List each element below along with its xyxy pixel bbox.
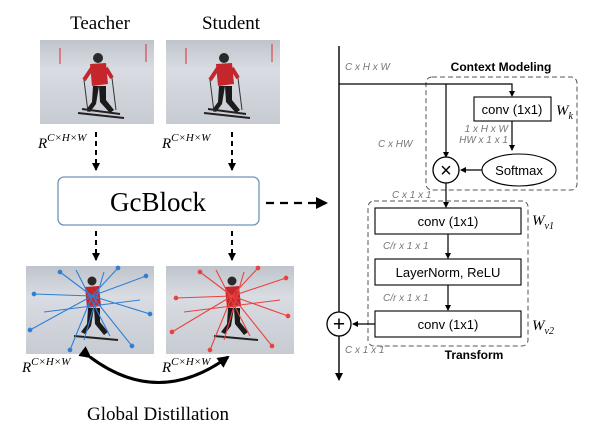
layernorm-box [374, 258, 522, 286]
transform-conv2-box [374, 310, 522, 338]
gcblock-label: GcBlock [110, 187, 206, 217]
student-attention-image [166, 265, 294, 354]
student-feature-shape: RC×H×W [161, 132, 211, 152]
add-symbol: + [333, 313, 345, 336]
gcblock-box: GcBlock [57, 176, 260, 226]
student-label: Student [202, 13, 261, 34]
transform-conv1-box [374, 207, 522, 235]
transform-conv1-label: conv (1x1) [418, 214, 479, 229]
context-modeling-title: Context Modeling [451, 60, 552, 74]
teacher-label: Teacher [70, 13, 131, 34]
multiply-symbol: × [440, 160, 452, 182]
dim-1hw-label: 1 x H x W [465, 124, 510, 135]
dim-c11-a-label: C x 1 x 1 [392, 190, 431, 201]
global-distillation-label: Global Distillation [87, 404, 229, 425]
dim-chw-label: C x HW [378, 139, 414, 150]
svg-text:RC×H×W: RC×H×W [161, 132, 211, 152]
add-circle [326, 311, 352, 337]
dim-cr11-a-label: C/r x 1 x 1 [383, 241, 429, 252]
transform-conv2-label: conv (1x1) [418, 317, 479, 332]
teacher-image [40, 40, 154, 124]
wv2-label: Wv2 [532, 318, 554, 337]
dim-c11-b-label: C x 1 x 1 [345, 345, 384, 356]
transform-group [367, 200, 529, 347]
svg-text:RC×H×W: RC×H×W [37, 132, 87, 152]
context-modeling-group [425, 76, 578, 191]
dim-cr11-b-label: C/r x 1 x 1 [383, 293, 429, 304]
svg-text:RC×H×W: RC×H×W [21, 356, 71, 376]
wv1-label: Wv1 [532, 213, 554, 232]
skier-figure [203, 53, 251, 119]
teacher-attention-image [26, 265, 154, 354]
teacher-output-shape: RC×H×W [21, 356, 71, 376]
global-distillation-arc [78, 346, 230, 384]
student-image [166, 40, 280, 124]
dim-hw11-label: HW x 1 x 1 [459, 135, 508, 146]
skier-figure [77, 53, 125, 119]
input-dim-label: C x H x W [345, 62, 392, 73]
softmax-label: Softmax [495, 163, 543, 178]
teacher-feature-shape: RC×H×W [37, 132, 87, 152]
layernorm-label: LayerNorm, ReLU [396, 265, 501, 280]
wk-label: Wk [556, 103, 574, 122]
transform-title: Transform [445, 348, 504, 362]
context-conv-label: conv (1x1) [482, 102, 543, 117]
branch-to-context-line [339, 83, 515, 97]
context-conv-box [473, 96, 552, 122]
